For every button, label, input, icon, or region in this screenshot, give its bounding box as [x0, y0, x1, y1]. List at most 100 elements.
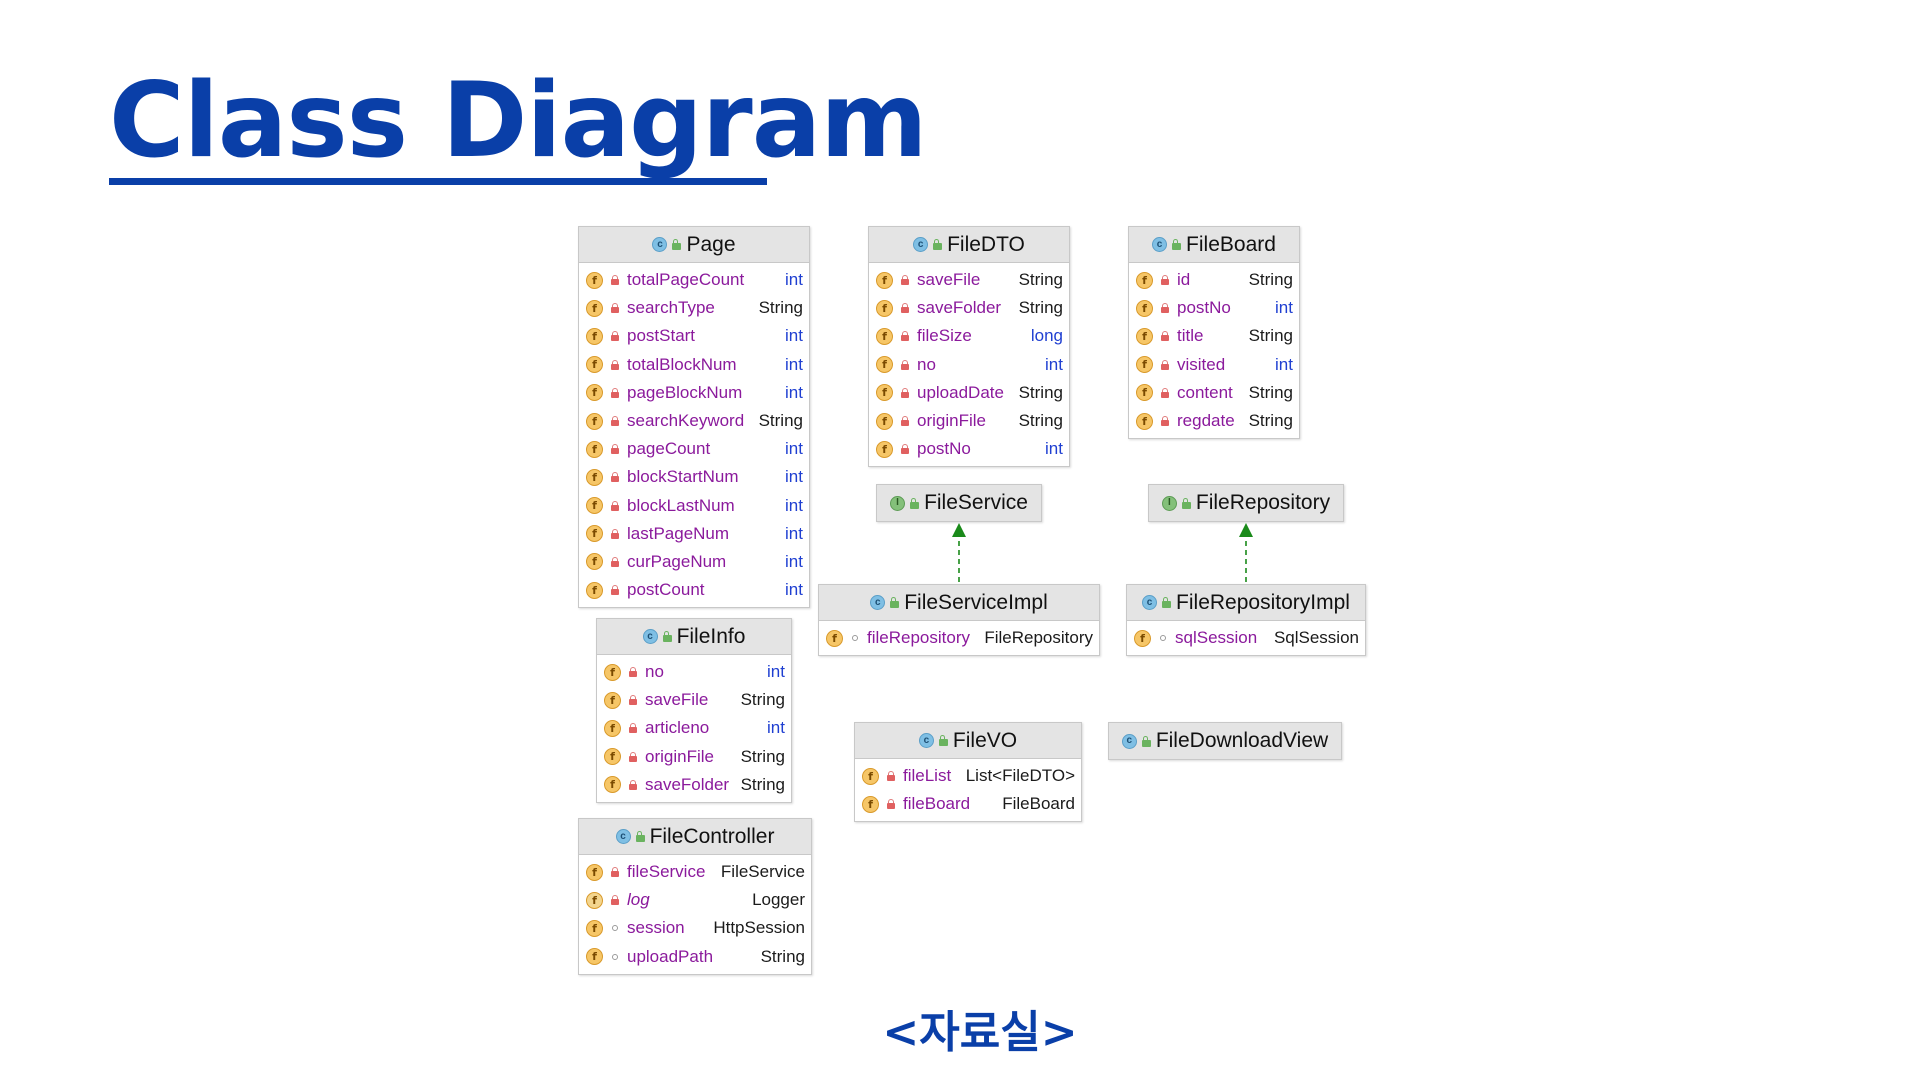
lock-icon [901, 416, 909, 427]
field-type: int [1045, 354, 1063, 374]
lock-icon [629, 779, 637, 790]
visibility-indicator [607, 528, 623, 539]
class-name: FileRepositoryImpl [1176, 590, 1350, 614]
field-type: int [1275, 298, 1293, 318]
field-name: title [1177, 326, 1204, 346]
field-icon: f [1134, 629, 1151, 647]
field-type: int [785, 467, 803, 487]
field-icon: f [1136, 384, 1153, 402]
lock-icon [1161, 387, 1169, 398]
lock-icon [901, 275, 909, 286]
field-icon: f [1136, 412, 1153, 430]
field-type: FileService [720, 862, 805, 882]
visibility-indicator [607, 444, 623, 455]
field-icon: f [876, 412, 893, 430]
visibility-indicator [607, 331, 623, 342]
field-name: session [627, 918, 685, 938]
field-type: int [785, 495, 803, 515]
visibility-indicator [897, 416, 913, 427]
field-type: FileBoard [1002, 794, 1075, 814]
lock-icon [1161, 416, 1169, 427]
lock-icon [901, 444, 909, 455]
lock-icon [611, 472, 619, 483]
field-name: postStart [627, 326, 696, 346]
class-icon: c [918, 733, 934, 748]
field-icon: f [604, 719, 621, 737]
field-name: saveFile [645, 690, 709, 710]
circle-icon [1160, 635, 1166, 642]
field-icon: f [586, 863, 603, 881]
lock-icon [611, 867, 619, 878]
field-icon: f [1136, 299, 1153, 317]
static-field-icon: f [586, 891, 603, 909]
visibility-indicator [607, 953, 623, 960]
field-type: int [1045, 439, 1063, 459]
lock-icon [629, 695, 637, 706]
class-name: FileDownloadView [1155, 729, 1329, 752]
field-type: long [1030, 326, 1063, 346]
field-name: totalPageCount [627, 270, 745, 290]
lock-icon [1161, 359, 1169, 370]
field-type: String [758, 411, 803, 431]
field-icon: f [586, 581, 603, 599]
visibility-indicator [897, 359, 913, 370]
public-lock-icon [1181, 497, 1191, 509]
field-type: int [785, 551, 803, 571]
class-icon: c [1142, 595, 1158, 610]
field-icon: f [586, 384, 603, 402]
field-type: SqlSession [1273, 628, 1359, 648]
